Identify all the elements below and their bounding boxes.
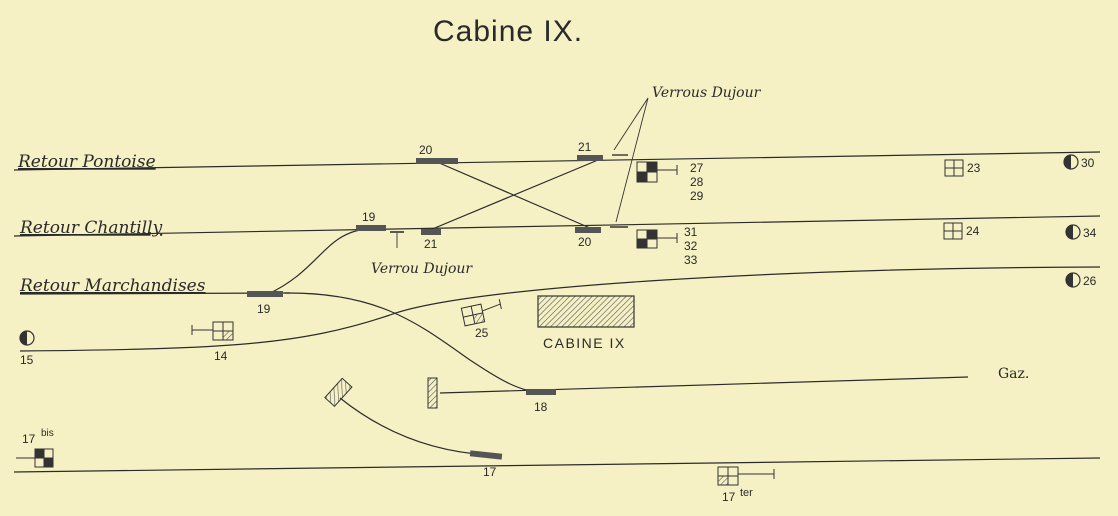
signal-15-number: 15 xyxy=(20,353,34,367)
switch-17-number: 17 xyxy=(483,465,497,479)
signal-28-number: 28 xyxy=(690,175,704,189)
signal-26-icon xyxy=(1065,272,1081,288)
switch-19-mid xyxy=(356,225,386,231)
pointer-verrou-mid xyxy=(615,97,649,223)
switch-18 xyxy=(526,389,556,395)
signal-17bis-suffix: bis xyxy=(41,428,54,439)
signal-30-number: 30 xyxy=(1081,156,1095,170)
label-retour-chantilly: Retour Chantilly xyxy=(19,218,163,238)
signal-31-icon xyxy=(636,229,678,249)
signal-25-number: 25 xyxy=(475,326,489,340)
track-gaz xyxy=(439,376,969,394)
connection-18 xyxy=(284,292,546,394)
signal-32-number: 32 xyxy=(684,239,698,253)
pointer-verrou-top xyxy=(613,97,649,151)
switch-20-mid-number: 20 xyxy=(578,235,592,249)
switch-20-mid xyxy=(575,227,601,233)
signal-23-icon xyxy=(944,159,964,177)
signal-30-icon xyxy=(1063,154,1079,170)
signal-33-number: 33 xyxy=(684,253,698,267)
cabin-label: CABINE IX xyxy=(543,335,626,351)
signal-34-number: 34 xyxy=(1083,226,1097,240)
switch-17 xyxy=(469,450,503,460)
label-retour-pontoise: Retour Pontoise xyxy=(17,152,156,172)
diagram-title: Cabine IX. xyxy=(433,15,583,48)
cabin-building xyxy=(537,295,635,328)
signal-31-number: 31 xyxy=(684,225,698,239)
signal-17ter-icon xyxy=(717,466,775,486)
switch-19-low-number: 19 xyxy=(257,302,271,316)
signal-17bis-icon xyxy=(16,448,54,468)
signal-23-number: 23 xyxy=(967,161,981,175)
connection-19 xyxy=(267,228,369,295)
connection-17 xyxy=(339,397,491,456)
signal-24-icon xyxy=(943,222,963,240)
track-retour-marchandises-curve xyxy=(19,266,1101,352)
track-retour-chantilly xyxy=(13,215,1101,237)
signal-14-icon xyxy=(191,321,234,341)
note-verrou-dujour: Verrou Dujour xyxy=(371,261,473,277)
buffer-stop-18-icon xyxy=(427,377,438,409)
track-retour-marchandises xyxy=(19,292,291,295)
track-bottom xyxy=(13,457,1101,473)
switch-19-low xyxy=(247,291,283,297)
switch-20-top-number: 20 xyxy=(419,143,433,157)
switch-21-mid-number: 21 xyxy=(424,237,438,251)
signal-27-number: 27 xyxy=(690,161,704,175)
signal-25-icon xyxy=(460,299,502,327)
label-retour-marchandises: Retour Marchandises xyxy=(19,276,206,296)
signal-15-icon xyxy=(19,330,35,346)
signal-27-icon xyxy=(636,161,678,183)
switch-21-top xyxy=(577,155,603,161)
switch-18-number: 18 xyxy=(534,400,548,414)
label-gaz: Gaz. xyxy=(998,366,1029,382)
signal-14-number: 14 xyxy=(214,349,228,363)
note-verrous-dujour: Verrous Dujour xyxy=(652,85,762,101)
signal-24-number: 24 xyxy=(966,224,980,238)
signal-17ter-number: 17 xyxy=(722,490,736,504)
signal-34-icon xyxy=(1065,224,1081,240)
signal-29-number: 29 xyxy=(690,189,704,203)
switch-21-top-number: 21 xyxy=(578,140,592,154)
signal-26-number: 26 xyxy=(1083,274,1097,288)
switch-20-top xyxy=(416,158,458,164)
track-retour-pontoise xyxy=(13,151,1101,171)
signal-17bis-number: 17 xyxy=(22,432,36,446)
switch-19-mid-number: 19 xyxy=(362,210,376,224)
switch-21-mid xyxy=(421,229,441,235)
crossover-21 xyxy=(429,159,599,231)
signal-17ter-suffix: ter xyxy=(740,487,753,499)
buffer-stop-17-icon xyxy=(324,377,353,408)
